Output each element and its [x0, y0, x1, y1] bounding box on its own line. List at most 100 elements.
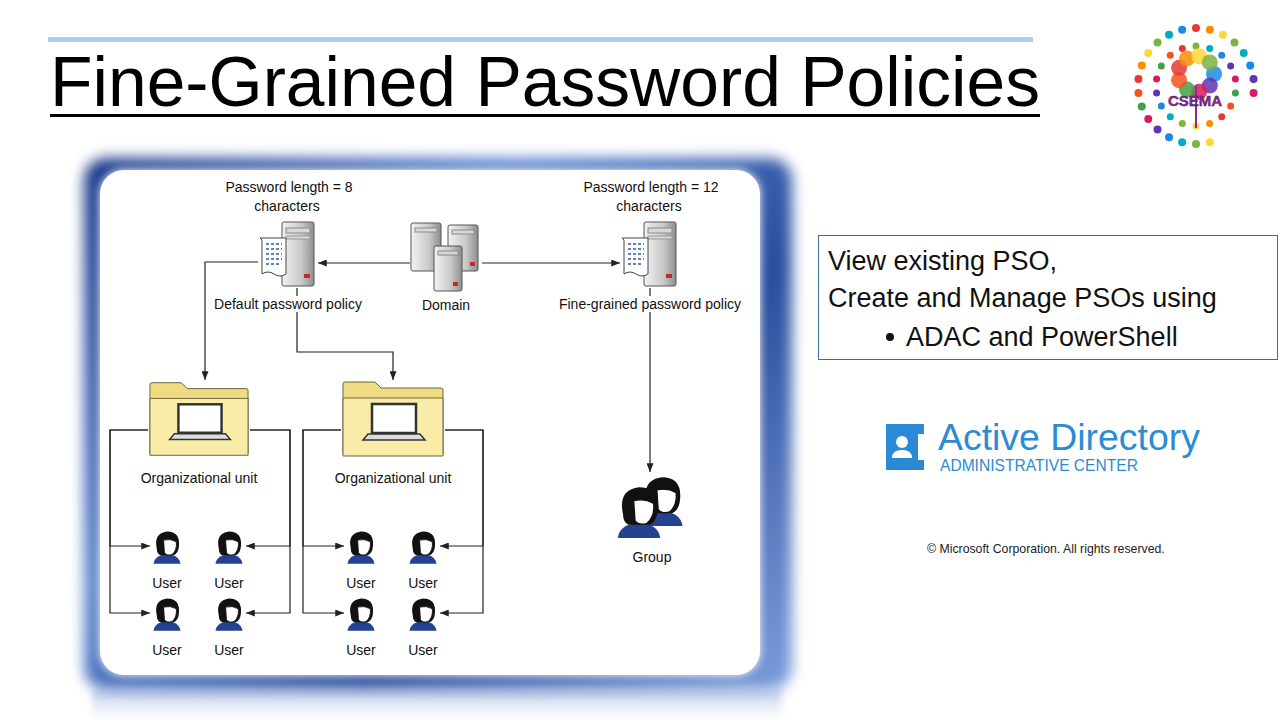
node-icon-shape [343, 382, 443, 456]
logo-swirl [1202, 54, 1218, 70]
logo-dot [1167, 52, 1174, 59]
node-label: User [212, 575, 246, 591]
node-icon-shape [347, 532, 374, 564]
logo-dot [1144, 115, 1152, 123]
box-text: Create and Manage PSOs using [828, 281, 1217, 315]
node-icon [212, 525, 246, 567]
logo-dot [1218, 52, 1225, 59]
node-icon [344, 525, 378, 567]
box-text: ADAC and PowerShell [906, 320, 1178, 354]
logo-dot [1218, 113, 1225, 120]
text-holder: User [331, 574, 391, 593]
logo-dot [1192, 24, 1200, 32]
logo-dot [1206, 26, 1214, 34]
panel-reflection [92, 690, 782, 720]
logo-dot [1232, 89, 1239, 96]
logo-dot [1153, 89, 1160, 96]
logo-dot [1219, 31, 1227, 39]
logo-dot [1154, 125, 1162, 133]
logo-dot [1232, 76, 1239, 83]
node-label: User [150, 642, 184, 658]
text-holder: Default password policy [168, 295, 408, 314]
user-icon: User [344, 592, 378, 634]
logo-dot [1246, 61, 1254, 69]
node-label: User [212, 642, 246, 658]
connector-arrow [318, 262, 410, 263]
logo-dot [1154, 39, 1162, 47]
node-icon [406, 525, 440, 567]
logo-dot [1250, 89, 1258, 97]
adac-icon [886, 424, 926, 471]
node-label: Organizational unit [333, 470, 454, 486]
logo-dot [1192, 140, 1200, 148]
policy-server: Password length = 12 charactersFine-grai… [620, 220, 680, 288]
logo-dot [1138, 61, 1146, 69]
text-holder: User [137, 641, 197, 660]
node-icon-shape [215, 599, 242, 631]
user-icon: User [344, 525, 378, 567]
node-label: Fine-grained password policy [557, 296, 743, 312]
node-label: User [406, 642, 440, 658]
node-icon-shape [618, 477, 683, 538]
text-holder: Organizational unit [303, 469, 483, 488]
node-icon [150, 592, 184, 634]
node-label: User [344, 575, 378, 591]
logo-dot [1250, 75, 1258, 83]
logo-dot [1134, 75, 1142, 83]
node-icon-shape [153, 532, 180, 564]
user-icon: User [150, 525, 184, 567]
node-icon [150, 525, 184, 567]
logo-dot [1178, 26, 1186, 34]
ou-folder: Organizational unit [341, 380, 445, 458]
logo-dot [1230, 39, 1238, 47]
node-icon [406, 592, 440, 634]
connector-arrow [246, 430, 290, 613]
node-icon-shape [409, 599, 436, 631]
node-icon [410, 222, 482, 292]
info-box: View existing PSO,Create and Manage PSOs… [818, 235, 1278, 360]
text-holder: User [331, 641, 391, 660]
node-icon [344, 592, 378, 634]
text-holder: Organizational unit [109, 469, 289, 488]
logo-dot [1240, 49, 1248, 57]
logo-dot [1206, 45, 1213, 52]
node-icon-shape [411, 223, 478, 291]
node-icon [148, 380, 250, 458]
logo-dot [1227, 63, 1234, 70]
connector-arrow [482, 262, 620, 263]
node-icon-shape [150, 383, 248, 456]
connector-arrow [440, 430, 483, 613]
node-icon-shape [409, 532, 436, 564]
logo-dot [1134, 89, 1142, 97]
connector-arrow [205, 262, 258, 380]
policy-setting: Password length = 8 characters [223, 179, 352, 214]
text-holder: User [137, 574, 197, 593]
user-icon: User [212, 592, 246, 634]
text-holder: Domain [386, 296, 506, 315]
logo-dot [1158, 103, 1165, 110]
node-label: User [406, 575, 440, 591]
policy-server: Password length = 8 charactersDefault pa… [258, 220, 318, 288]
node-icon [612, 472, 692, 538]
node-icon-shape [347, 599, 374, 631]
text-holder: Password length = 12 characters [580, 178, 720, 216]
text-holder: User [393, 641, 453, 660]
node-icon-shape [215, 532, 242, 564]
connector-arrow [303, 430, 344, 613]
node-label: Domain [420, 297, 472, 313]
node-icon-shape [622, 222, 676, 286]
logo-dot [1153, 76, 1160, 83]
node-icon [258, 220, 318, 288]
ou-folder: Organizational unit [148, 380, 250, 458]
node-icon-shape [260, 222, 314, 286]
connector-arrow [246, 430, 290, 546]
logo-dot [1138, 103, 1146, 111]
user-icon: User [212, 525, 246, 567]
logo-dot [1165, 31, 1173, 39]
node-label: Default password policy [212, 296, 364, 312]
bullet-dot [886, 333, 894, 341]
connector-arrow [110, 430, 150, 546]
node-label: Group [631, 549, 674, 565]
text-holder: Group [612, 548, 692, 567]
